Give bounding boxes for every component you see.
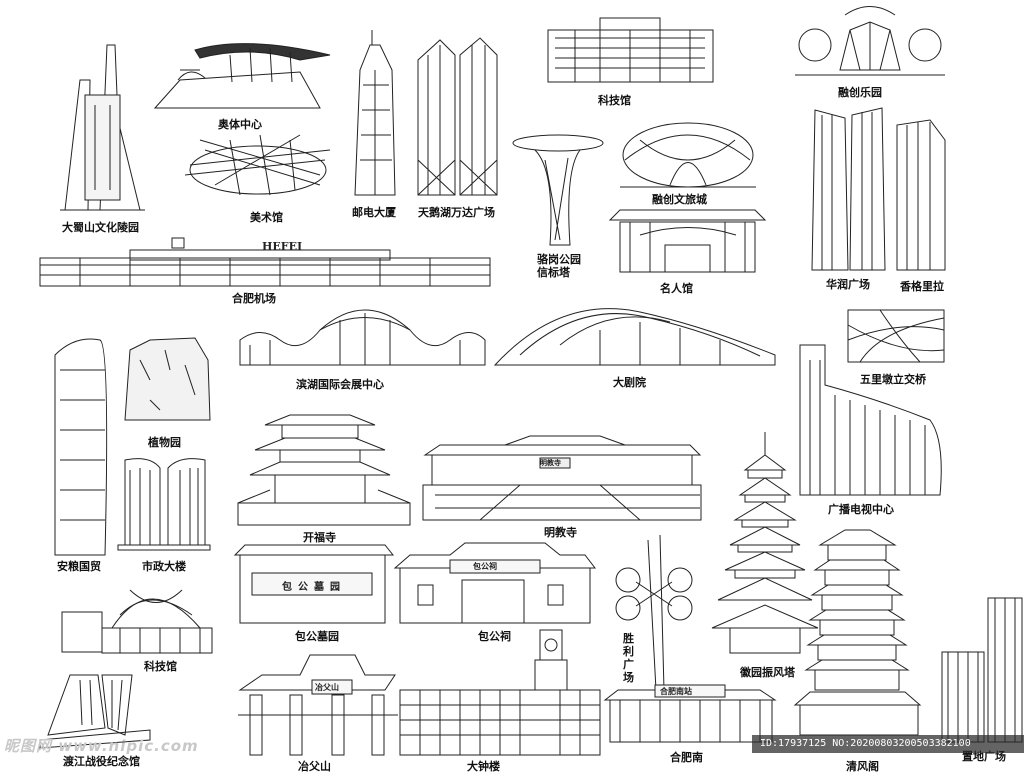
label-shengli: 胜利广场 [623,632,634,684]
shizheng-building [118,459,210,550]
label-theater: 大剧院 [613,376,646,389]
shangri-la-tower [897,120,945,270]
huiyuan-pagoda [712,432,818,653]
zhiwu-rock [125,338,210,420]
label-guangbo: 广播电视中心 [828,503,894,516]
baoci-plaque-text: 包公祠 [473,561,497,571]
huarun-towers [812,108,885,270]
airport-logo-text: HEFEI [262,240,303,253]
rongchuang-park-gate [795,7,945,76]
label-luogang: 骆岗公园 信标塔 [537,253,581,279]
label-youdian: 邮电大厦 [352,206,396,219]
binhu-expo-center [240,310,485,365]
label-zhiwu: 植物园 [148,436,181,449]
dujiang-memorial [40,675,150,748]
baomu-park [235,545,393,623]
label-huiyuan: 徽园振风塔 [740,666,795,679]
label-aoti: 奥体中心 [218,118,262,131]
clock-tower [400,630,600,755]
dashushan-monument [60,45,145,210]
qingfeng-pavilion [795,530,920,735]
hefeinan-station [605,685,775,742]
hefeinan-plaque-text: 合肥南站 [660,686,692,696]
youdian-tower [355,30,395,195]
label-clock: 大钟楼 [467,760,500,773]
meishu-nest [185,135,330,195]
label-baoci: 包公祠 [478,630,511,643]
label-airport: 合肥机场 [232,292,276,305]
watermark: 昵图网 www.nipic.com [4,737,199,755]
wulidun-interchange [848,310,944,362]
label-binhu: 滨湖国际会展中心 [296,378,384,391]
label-meishu: 美术馆 [250,211,283,224]
label-kejiguan-bottom: 科技馆 [144,660,177,673]
label-wanda: 天鹅湖万达广场 [418,206,495,219]
baoci-shrine [395,543,595,623]
kejiguan-bottom-building [62,590,212,653]
aoti-stadium [155,44,330,108]
zhidi-towers [942,598,1022,742]
label-kejiguan-top: 科技馆 [598,94,631,107]
label-qingfeng: 清风阁 [846,760,879,773]
label-zhidi: 置地广场 [962,750,1006,763]
yefu-gate [238,655,398,755]
label-shangri: 香格里拉 [900,280,944,293]
label-dujiang: 渡江战役纪念馆 [63,755,140,768]
anliang-tower [55,339,107,555]
yefu-plaque-text: 冶父山 [315,682,339,692]
label-wulidun: 五里墩立交桥 [860,373,926,386]
label-rongchuang-city: 融创文旅城 [652,193,707,206]
label-dashushan: 大蜀山文化陵园 [62,221,139,234]
guangbo-center [800,345,941,495]
label-mingjiao: 明教寺 [544,526,577,539]
label-baomu: 包公墓园 [295,630,339,643]
kaifu-temple [238,415,410,525]
wanda-towers [418,38,497,195]
label-kaifu: 开福寺 [303,531,336,544]
kejiguan-top-building [548,18,713,82]
mingjiao-plaque-text: 明教寺 [540,458,561,467]
shengli-knot [616,535,692,690]
baomu-plaque-text: 包公墓园 [282,582,346,593]
label-mingren: 名人馆 [660,282,693,295]
image-id-bar: ID:17937125 NO:20200803200503382100 [752,735,1024,753]
label-shizheng: 市政大楼 [142,560,186,573]
grand-theater [495,309,775,365]
mingren-hall [610,210,765,272]
luogang-beacon-tower [513,135,603,245]
label-anliang: 安粮国贸 [57,560,101,573]
label-yefu: 冶父山 [298,760,331,773]
rongchuang-culture-city [620,123,756,187]
hefei-airport [40,238,490,286]
label-rongchuang-park: 融创乐园 [838,86,882,99]
mingjiao-temple [423,436,701,520]
label-hefeinan: 合肥南 [670,751,703,764]
label-huarun: 华润广场 [826,278,870,291]
